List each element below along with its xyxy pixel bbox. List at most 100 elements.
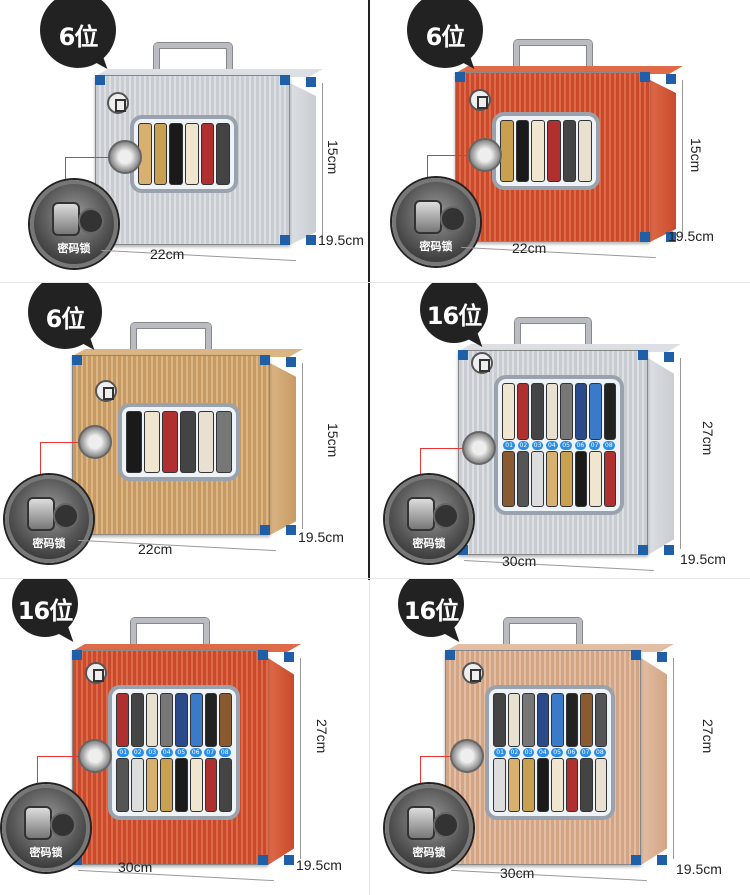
phone-row xyxy=(116,758,232,812)
handle xyxy=(515,318,591,352)
corner-cap xyxy=(286,525,296,535)
brand-logo-icon xyxy=(469,89,491,111)
lock-cylinder-icon xyxy=(27,497,55,531)
lock-label: 密码锁 xyxy=(419,240,453,253)
dimension-line xyxy=(464,560,654,571)
lock-dial-icon xyxy=(53,503,79,529)
lock-cylinder-icon xyxy=(24,806,52,840)
depth-label: 19.5cm xyxy=(296,857,342,873)
lock-dial-icon xyxy=(50,812,76,838)
lock-closeup: 密码锁 xyxy=(385,475,473,563)
width-label: 22cm xyxy=(138,541,173,557)
handle xyxy=(153,43,232,77)
phone xyxy=(216,411,232,473)
column-divider xyxy=(369,580,370,895)
lock-dial-icon xyxy=(433,812,459,838)
depth-label: 19.5cm xyxy=(298,529,344,545)
handle xyxy=(130,618,210,652)
phone xyxy=(116,758,129,812)
callout-line xyxy=(420,756,450,786)
phone xyxy=(536,758,549,812)
lock-label: 密码锁 xyxy=(57,242,91,255)
depth-label: 19.5cm xyxy=(668,228,714,244)
lock-closeup: 密码锁 xyxy=(385,784,473,872)
corner-cap xyxy=(455,72,465,82)
corner-cap xyxy=(664,545,674,555)
slot-number: 08 xyxy=(594,748,606,757)
corner-cap xyxy=(666,232,676,242)
corner-cap xyxy=(306,235,316,245)
box-side xyxy=(270,363,296,535)
brand-logo-icon xyxy=(462,662,484,684)
handle xyxy=(503,618,583,652)
phone xyxy=(603,450,616,507)
phone xyxy=(531,450,544,507)
phone xyxy=(565,693,578,747)
slot-number: 05 xyxy=(551,748,563,757)
lock-label: 密码锁 xyxy=(412,846,446,859)
dimension-line xyxy=(673,658,674,859)
slot-number: 07 xyxy=(579,748,592,757)
lock-closeup: 密码锁 xyxy=(5,475,93,563)
phone-row xyxy=(138,123,231,185)
lock-label: 密码锁 xyxy=(412,537,446,550)
corner-cap xyxy=(631,650,641,660)
slot-number: 08 xyxy=(218,748,231,757)
capacity-badge: 16位 xyxy=(398,579,464,637)
phone-row xyxy=(500,120,593,182)
slot-number: 08 xyxy=(603,440,615,450)
dimension-line xyxy=(302,363,303,529)
corner-cap xyxy=(260,355,270,365)
phone xyxy=(180,411,196,473)
dimension-line xyxy=(680,358,681,549)
phone xyxy=(175,758,188,812)
dimension-line xyxy=(78,869,274,882)
phone xyxy=(493,758,506,812)
phone-window xyxy=(130,115,238,193)
dimension-line xyxy=(300,658,301,859)
depth-label: 19.5cm xyxy=(676,861,722,877)
corner-cap xyxy=(258,855,268,865)
box-side xyxy=(650,80,676,242)
width-label: 22cm xyxy=(150,246,185,262)
height-label: 15cm xyxy=(325,423,341,458)
width-label: 30cm xyxy=(500,865,535,881)
slot-number: 04 xyxy=(160,748,173,757)
corner-cap xyxy=(666,74,676,84)
phone xyxy=(522,758,535,812)
phone xyxy=(145,758,159,812)
phone xyxy=(160,693,173,747)
phone-row xyxy=(493,693,607,747)
dimension-line xyxy=(78,539,276,552)
brand-logo-icon xyxy=(95,380,117,402)
slot-number: 01 xyxy=(503,440,515,450)
phone xyxy=(160,758,173,812)
lock-dial-icon xyxy=(440,206,466,232)
row-divider xyxy=(0,578,750,579)
corner-cap xyxy=(284,652,294,662)
slot-number: 06 xyxy=(574,440,587,450)
phone xyxy=(589,383,602,440)
phone xyxy=(144,411,160,473)
dimension-line xyxy=(682,80,683,236)
phone xyxy=(531,383,544,440)
corner-cap xyxy=(72,855,82,865)
phone xyxy=(216,123,231,185)
height-label: 27cm xyxy=(314,719,330,754)
slot-number: 01 xyxy=(117,748,130,757)
brand-logo-icon xyxy=(85,662,107,684)
lock-cylinder-icon xyxy=(52,202,80,236)
slot-number: 04 xyxy=(537,748,549,757)
phone xyxy=(545,383,558,440)
phone xyxy=(116,693,129,747)
combination-dial-icon xyxy=(468,138,502,172)
depth-label: 19.5cm xyxy=(680,551,726,567)
combination-dial-icon xyxy=(78,739,112,773)
phone xyxy=(560,450,573,507)
